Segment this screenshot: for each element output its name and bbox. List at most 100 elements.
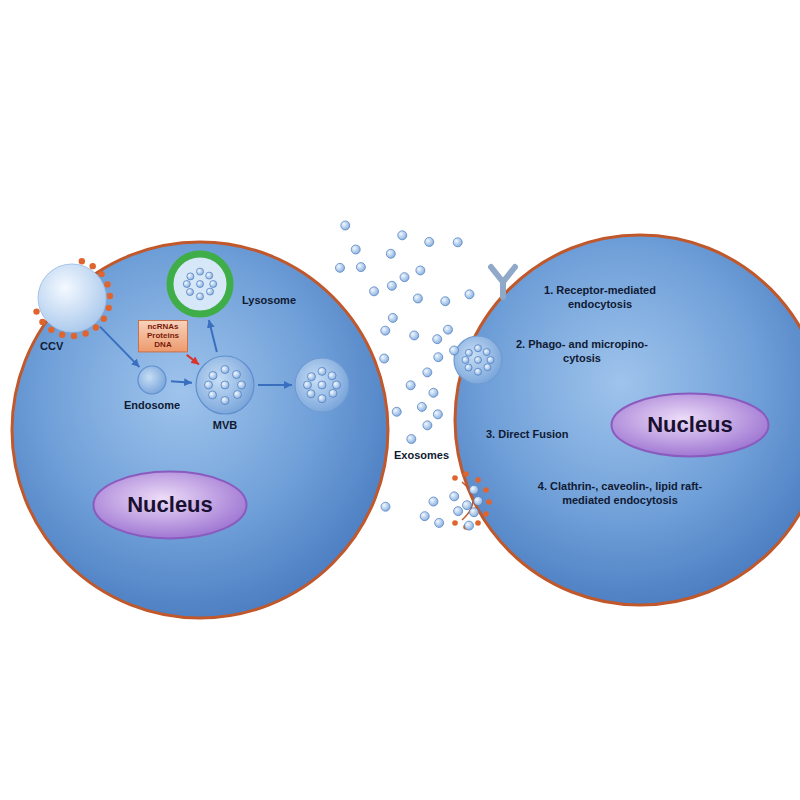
exosome-dot (356, 263, 365, 272)
organelle-label: CCV (40, 340, 63, 352)
exosome-dot (462, 357, 469, 364)
intraluminal-vesicle (209, 391, 217, 399)
intraluminal-vesicle (221, 366, 229, 374)
exosome-cloud (335, 221, 473, 530)
exosome-dot (398, 231, 407, 240)
exosome-dot (406, 381, 415, 390)
cargo-label: ncRNAs Proteins DNA (142, 323, 184, 349)
nucleus-label: Nucleus (647, 412, 733, 438)
clathrin-dot (107, 293, 113, 299)
pathway-label: 1. Receptor-mediated endocytosis (522, 284, 678, 312)
exosome-dot (307, 390, 315, 398)
intraluminal-vesicle (209, 372, 217, 380)
exosome-dot (484, 364, 491, 371)
exosome-dot (386, 249, 395, 258)
phagocytic-vesicle (454, 336, 502, 384)
exosome-dot (417, 402, 426, 411)
clathrin-dot (89, 263, 95, 269)
lysosome-circle-outline (166, 250, 234, 318)
exosome-dot (335, 263, 344, 272)
exosome-dot (435, 518, 444, 527)
endosome-circle: Endosome (137, 365, 167, 395)
exosome-dot (400, 273, 409, 282)
exosome-dot (370, 287, 379, 296)
exosome-dot (351, 245, 360, 254)
clathrin-dot (106, 305, 112, 311)
lysosome-body (170, 254, 230, 314)
recipient-cell (455, 235, 800, 605)
intraluminal-vesicle (207, 288, 214, 295)
release-arrow (258, 384, 292, 386)
cargo-box: ncRNAs Proteins DNA (138, 320, 188, 352)
intraluminal-vesicle (233, 371, 241, 379)
exosome-dot (328, 372, 336, 380)
exosome-dot (341, 221, 350, 230)
vesicle-body (38, 264, 106, 332)
exosome-dot (433, 335, 442, 344)
clathrin-dot (48, 327, 54, 333)
exosome-dot (380, 354, 389, 363)
exosome-dot (433, 410, 442, 419)
exosome-dot (333, 381, 341, 389)
clathrin-dot (452, 475, 458, 481)
intraluminal-vesicle (221, 381, 229, 389)
intraluminal-vesicle (210, 281, 217, 288)
exosome-dot (470, 508, 479, 517)
intraluminal-vesicle (221, 397, 229, 405)
exosome-dot (425, 237, 434, 246)
exosome-dot (453, 238, 462, 247)
exosome-dot (307, 373, 315, 381)
exosome-dot (420, 512, 429, 521)
exosome-dot (465, 290, 474, 299)
mvb-circle-outline (195, 355, 255, 415)
exosome-dot (475, 345, 482, 352)
exosome-dot (387, 281, 396, 290)
nucleus-body (94, 472, 247, 539)
nucleus-ellipse: Nucleus (610, 392, 770, 458)
endosome-body (138, 366, 166, 394)
exosome-dot (407, 435, 416, 444)
mvb-circle: MVB (195, 355, 255, 415)
exosome-dot (416, 266, 425, 275)
exosome-dot (454, 507, 463, 516)
exosome-dot (392, 407, 401, 416)
mvb-body (196, 356, 254, 414)
clathrin-dot (475, 477, 481, 483)
vesicle-contents (462, 345, 494, 376)
clathrin-coat (452, 471, 492, 530)
clathrin-dot (59, 332, 65, 338)
organelle-label: Endosome (124, 399, 180, 411)
exosome-dot (475, 357, 482, 364)
intraluminal-vesicle (187, 289, 194, 296)
exosome-dot (441, 297, 450, 306)
clathrin-dot (463, 471, 469, 477)
donor-cell (12, 242, 388, 618)
exosome-dot (318, 381, 326, 389)
pathway-label: 4. Clathrin-, caveolin-, lipid raft-medi… (522, 480, 718, 508)
transport-arrow (209, 320, 217, 352)
nucleus-body (612, 394, 769, 457)
nucleus-ellipse: Nucleus (92, 470, 248, 540)
pathway-label: 2. Phago- and micropino-cytosis (512, 338, 652, 366)
exosome-dot (423, 421, 432, 430)
clathrin-dot (93, 324, 99, 330)
exosome-dot (329, 389, 337, 397)
exosome-dot (318, 367, 326, 375)
intraluminal-vesicle (197, 281, 204, 288)
transport-arrow (187, 355, 199, 365)
clathrin-dot (39, 319, 45, 325)
exosome-dot (444, 325, 453, 334)
exosome-dot (450, 492, 459, 501)
clathrin-dot (79, 258, 85, 264)
endosome-circle-outline (137, 365, 167, 395)
receptor-symbol (491, 267, 515, 297)
exosome-dot (410, 331, 419, 340)
exosome-dot (465, 364, 472, 371)
clathrin-dot (483, 511, 489, 517)
clathrin-dot (98, 271, 104, 277)
cargo-box-body (139, 321, 188, 352)
intraluminal-vesicle (206, 272, 213, 279)
nucleus-label: Nucleus (127, 492, 213, 518)
